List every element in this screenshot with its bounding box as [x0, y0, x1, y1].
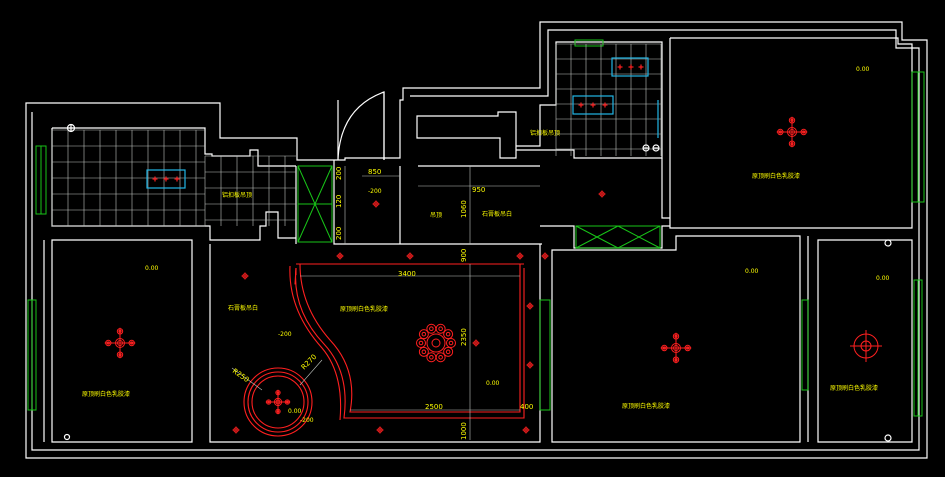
label-bedroom-left: 原顶刷白色乳胶漆 — [82, 390, 130, 398]
fixture-bulb-icon — [163, 176, 169, 182]
label-room-right-top: 原顶刷白色乳胶漆 — [752, 172, 800, 180]
level-room-right-top: 0.00 — [856, 66, 870, 73]
dimension-lines — [231, 166, 540, 440]
room-labels: 铝扣板吊顶 铝扣板吊顶 原顶刷白色乳胶漆 原顶刷白色乳胶漆 石膏板吊白 石膏板吊… — [82, 129, 878, 410]
spot-light-icon — [526, 302, 534, 310]
ceiling-lamp-icon — [660, 332, 692, 364]
spot-light-icon — [376, 426, 384, 434]
dim-1000: 1000 — [460, 422, 468, 440]
kitchen-left-grid — [51, 129, 296, 227]
level-room-right-middle: 0.00 — [745, 268, 759, 275]
dimension-texts: 850 950 3400 2500 400 1060 900 2350 1000… — [231, 167, 534, 440]
spot-light-icon — [472, 339, 480, 347]
dim-900: 900 — [460, 249, 468, 262]
fixture-bulb-icon — [174, 176, 180, 182]
dim-radius-right: R270 — [300, 353, 319, 372]
spot-light-icon — [372, 200, 380, 208]
label-room-right-middle: 原顶刷白色乳胶漆 — [622, 402, 670, 410]
level-corridor: -200 — [368, 188, 382, 195]
fixture-bulb-icon — [578, 102, 584, 108]
dim-850: 850 — [368, 168, 381, 176]
socket-symbols — [63, 123, 892, 442]
dim-2350: 2350 — [460, 328, 468, 346]
label-kitchen-right: 铝扣板吊顶 — [530, 129, 560, 137]
dim-120: 120 — [335, 195, 343, 208]
level-dining-left: -200 — [278, 331, 292, 338]
level-living-center: 0.00 — [486, 380, 500, 387]
ceiling-lamp-icon — [776, 116, 808, 148]
spot-light-icon — [541, 252, 549, 260]
spot-light-icon — [516, 252, 524, 260]
label-kitchen-left: 铝扣板吊顶 — [222, 191, 252, 199]
fixture-bulb-icon — [617, 64, 623, 70]
ceiling-lamp-icon — [104, 327, 136, 359]
lights — [104, 64, 882, 434]
label-room-right-small: 原顶刷白色乳胶漆 — [830, 384, 878, 392]
spot-light-icon — [406, 252, 414, 260]
dim-2500: 2500 — [425, 403, 443, 411]
kitchen-right-grid — [555, 43, 662, 156]
door-swing — [337, 91, 385, 161]
fixture-bulb-icon — [638, 64, 644, 70]
dim-3400: 3400 — [398, 270, 416, 278]
spot-light-icon — [241, 272, 249, 280]
spot-light-icon — [232, 426, 240, 434]
fixture-bulb-icon — [152, 176, 158, 182]
dim-200b: 200 — [335, 227, 343, 240]
label-small-mid: 吊顶 — [430, 212, 442, 219]
fixture-bulb-icon — [590, 102, 596, 108]
dim-400: 400 — [520, 403, 533, 411]
spot-light-icon — [598, 190, 606, 198]
dim-1060: 1060 — [460, 200, 468, 218]
level-round-center: 0.00 — [288, 408, 302, 415]
fixture-bulb-icon — [602, 102, 608, 108]
level-room-right-small: 0.00 — [876, 275, 890, 282]
ceiling-lamp-icon — [265, 389, 291, 415]
living-ceiling-outline — [243, 263, 525, 437]
spot-light-icon — [526, 361, 534, 369]
ceiling-fixtures — [146, 57, 659, 189]
spot-light-icon — [336, 252, 344, 260]
level-marks: 0.00 0.00 0.00 0.00 0.00 0.00 -200 -200 … — [145, 66, 890, 424]
label-living-ceiling: 原顶刷白色乳胶漆 — [340, 305, 388, 313]
fixture-bulb-icon — [628, 64, 634, 70]
dim-950: 950 — [472, 186, 485, 194]
dim-radius-left: R250 — [231, 367, 251, 384]
level-bedroom-left: 0.00 — [145, 265, 159, 272]
ceiling-lamp-icon — [850, 330, 882, 362]
spot-light-icon — [522, 426, 530, 434]
chandelier-icon — [416, 323, 456, 363]
walls — [25, 21, 928, 459]
level-round-lower: -200 — [300, 417, 314, 424]
label-dining-center: 石膏板吊白 — [482, 210, 512, 218]
label-dining-left: 石膏板吊白 — [228, 304, 258, 312]
windows — [27, 39, 925, 417]
dim-200a: 200 — [335, 167, 343, 180]
